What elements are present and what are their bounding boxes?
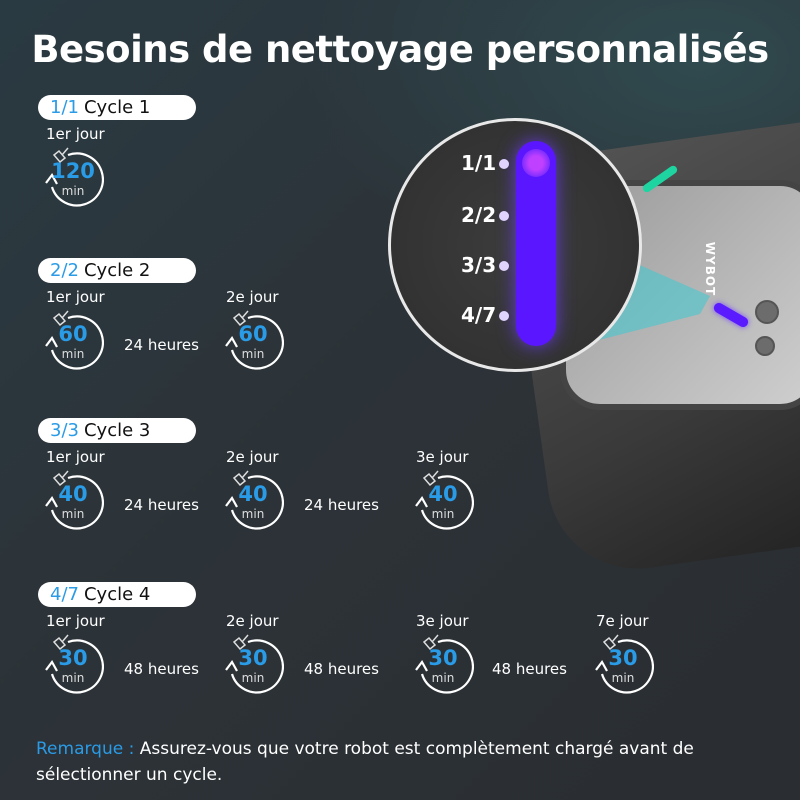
cycle-pill: 4/7 Cycle 4: [38, 582, 196, 607]
day-label: 1er jour: [46, 612, 105, 630]
interval-label: 48 heures: [124, 660, 199, 678]
day-label: 3e jour: [416, 448, 469, 466]
robot-mode-button: [755, 336, 775, 356]
level-dot: [499, 159, 509, 169]
timer-icon: 30 min: [222, 634, 284, 696]
timer-icon: 60 min: [42, 310, 104, 372]
timer-icon: 30 min: [592, 634, 654, 696]
note-label: Remarque :: [36, 739, 135, 759]
day-label: 1er jour: [46, 288, 105, 306]
cycle-label: Cycle 2: [83, 260, 151, 281]
timer-icon: 30 min: [412, 634, 474, 696]
timer-icon: 40 min: [42, 470, 104, 532]
day-label: 2e jour: [226, 612, 279, 630]
cycle-pill: 2/2 Cycle 2: [38, 258, 196, 283]
level-label: 1/1: [461, 151, 497, 175]
day-label: 2e jour: [226, 448, 279, 466]
day-label: 1er jour: [46, 125, 105, 143]
note: Remarque : Assurez-vous que votre robot …: [36, 736, 776, 788]
duration-unit: min: [241, 671, 265, 685]
duration-value: 120: [51, 159, 95, 183]
indicator-zoom: 1/1 2/2 3/3 4/7: [388, 118, 642, 372]
led-active-dot: [522, 149, 550, 177]
level-label: 4/7: [461, 303, 497, 327]
duration-value: 30: [58, 646, 88, 670]
day-label: 3e jour: [416, 612, 469, 630]
duration-unit: min: [431, 671, 455, 685]
note-text: Assurez-vous que votre robot est complèt…: [36, 739, 694, 785]
duration-unit: min: [611, 671, 635, 685]
timer-icon: 40 min: [222, 470, 284, 532]
day-label: 1er jour: [46, 448, 105, 466]
robot-power-button: [755, 300, 779, 324]
duration-unit: min: [61, 184, 85, 198]
duration-value: 40: [58, 482, 88, 506]
interval-label: 24 heures: [124, 336, 199, 354]
level-dot: [499, 261, 509, 271]
cycle-fraction: 4/7: [50, 584, 79, 605]
page-title: Besoins de nettoyage personnalisés: [31, 28, 769, 71]
level-label: 3/3: [461, 253, 497, 277]
duration-unit: min: [241, 507, 265, 521]
timer-icon: 30 min: [42, 634, 104, 696]
duration-unit: min: [61, 347, 85, 361]
duration-value: 30: [238, 646, 268, 670]
duration-value: 60: [238, 322, 268, 346]
cycle-fraction: 1/1: [50, 97, 79, 118]
cycle-fraction: 2/2: [50, 260, 79, 281]
duration-value: 30: [608, 646, 638, 670]
level-dot: [499, 311, 509, 321]
interval-label: 24 heures: [304, 496, 379, 514]
cycle-pill: 1/1 Cycle 1: [38, 95, 196, 120]
interval-label: 48 heures: [304, 660, 379, 678]
timer-icon: 40 min: [412, 470, 474, 532]
day-label: 2e jour: [226, 288, 279, 306]
duration-value: 60: [58, 322, 88, 346]
timer-icon: 120 min: [42, 147, 104, 209]
cycle-label: Cycle 4: [83, 584, 151, 605]
level-label: 2/2: [461, 203, 497, 227]
cycle-fraction: 3/3: [50, 420, 79, 441]
duration-unit: min: [61, 671, 85, 685]
duration-unit: min: [61, 507, 85, 521]
duration-unit: min: [241, 347, 265, 361]
interval-label: 48 heures: [492, 660, 567, 678]
robot-brand: WYBOT: [703, 241, 718, 297]
level-dot: [499, 211, 509, 221]
duration-unit: min: [431, 507, 455, 521]
timer-icon: 60 min: [222, 310, 284, 372]
day-label: 7e jour: [596, 612, 649, 630]
cycle-pill: 3/3 Cycle 3: [38, 418, 196, 443]
duration-value: 30: [428, 646, 458, 670]
cycle-label: Cycle 1: [83, 97, 151, 118]
duration-value: 40: [238, 482, 268, 506]
cycle-label: Cycle 3: [83, 420, 151, 441]
duration-value: 40: [428, 482, 458, 506]
interval-label: 24 heures: [124, 496, 199, 514]
